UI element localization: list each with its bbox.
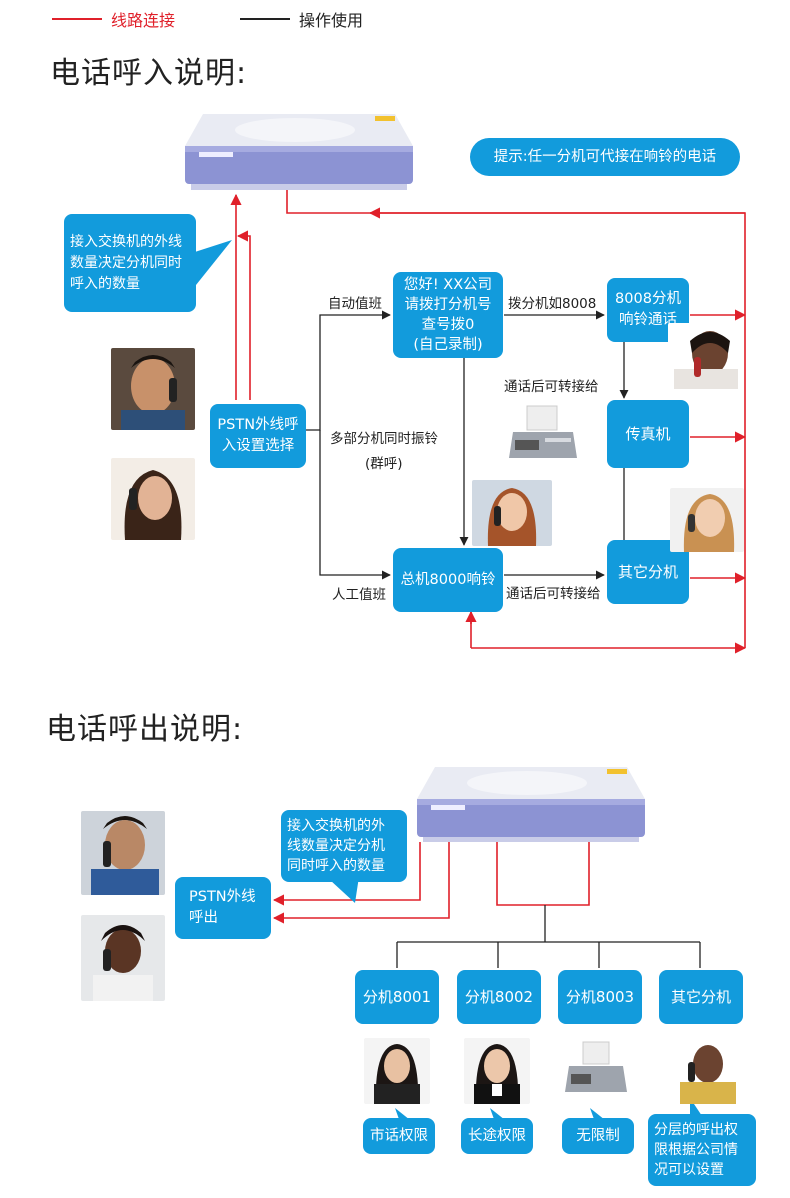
operator-box: 总机8000响铃 bbox=[393, 548, 503, 612]
pstn-outgoing-box: PSTN外线 呼出 bbox=[175, 877, 271, 939]
label-transfer-1: 通话后可转接给 bbox=[504, 379, 599, 395]
legend-line-connection: 线路连接 bbox=[111, 11, 176, 30]
label-group-call: (群呼) bbox=[365, 456, 403, 472]
legend-red-line bbox=[52, 18, 102, 20]
ext-8003-box: 分机8003 bbox=[558, 970, 642, 1024]
pbx-device-icon bbox=[185, 112, 413, 190]
pbx-device-outgoing-icon bbox=[417, 765, 645, 842]
ext-8003-fax-photo bbox=[563, 1038, 629, 1104]
ext-8001-box: 分机8001 bbox=[355, 970, 439, 1024]
permission-local: 市话权限 bbox=[363, 1118, 435, 1154]
ext-8002-box: 分机8002 bbox=[457, 970, 541, 1024]
ext-8001-photo bbox=[364, 1038, 430, 1104]
legend-operation-use: 操作使用 bbox=[299, 11, 364, 30]
label-transfer-2: 通话后可转接给 bbox=[506, 586, 601, 602]
permission-tiered: 分层的呼出权 限根据公司情 况可以设置 bbox=[648, 1114, 756, 1186]
permission-unlimited: 无限制 bbox=[562, 1118, 634, 1154]
label-dial-ext: 拨分机如8008 bbox=[508, 296, 597, 312]
caller-woman-outgoing-photo bbox=[81, 915, 165, 1001]
ext-other-box: 其它分机 bbox=[659, 970, 743, 1024]
caller-woman-photo bbox=[111, 458, 195, 540]
fax-box: 传真机 bbox=[607, 400, 689, 468]
callout-incoming: 接入交换机的外线 数量决定分机同时 呼入的数量 bbox=[64, 214, 196, 312]
label-multi-ring: 多部分机同时振铃 bbox=[330, 431, 438, 447]
label-auto-duty: 自动值班 bbox=[328, 296, 382, 312]
greeting-box: 您好! XX公司 请拨打分机号 查号拨0 (自己录制) bbox=[393, 272, 503, 358]
legend-black-line bbox=[240, 18, 290, 20]
caller-man-photo bbox=[111, 348, 195, 430]
ext-other-photo bbox=[672, 1038, 738, 1104]
tip-badge: 提示:任一分机可代接在响铃的电话 bbox=[470, 138, 740, 176]
woman-headset-photo bbox=[472, 480, 552, 546]
ext-8002-photo bbox=[464, 1038, 530, 1104]
pstn-incoming-box: PSTN外线呼 入设置选择 bbox=[210, 404, 306, 468]
caller-man-outgoing-photo bbox=[81, 811, 165, 895]
outgoing-title: 电话呼出说明: bbox=[46, 712, 244, 747]
permission-long-distance: 长途权限 bbox=[461, 1118, 533, 1154]
label-manual-duty: 人工值班 bbox=[332, 587, 386, 603]
woman-on-phone-photo bbox=[668, 323, 744, 389]
callout-outgoing: 接入交换机的外 线数量决定分机 同时呼入的数量 bbox=[281, 810, 407, 882]
incoming-title: 电话呼入说明: bbox=[50, 56, 248, 91]
smiling-woman-photo bbox=[670, 488, 744, 552]
fax-machine-photo bbox=[505, 402, 581, 468]
